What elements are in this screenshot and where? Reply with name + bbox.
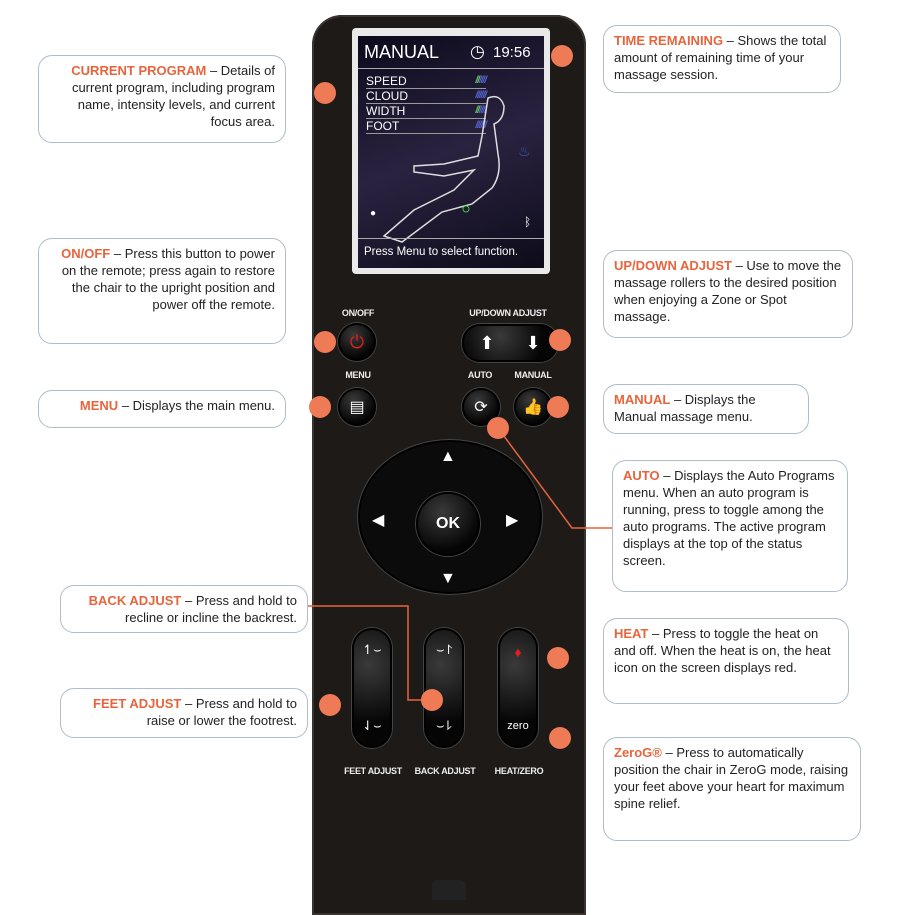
auto-button[interactable]: ⟳ xyxy=(462,388,500,426)
callout-onoff: ON/OFF – Press this button to power on t… xyxy=(38,238,286,344)
heat-icon: ♨ xyxy=(518,143,531,159)
callout-updown: UP/DOWN ADJUST – Use to move the massage… xyxy=(603,250,853,338)
setting-label: WIDTH xyxy=(366,104,406,118)
feet-adjust-label: FEET ADJUST xyxy=(344,766,402,776)
setting-row: SPEED ////// xyxy=(366,74,487,89)
callout-auto: AUTO – Displays the Auto Programs menu. … xyxy=(612,460,848,592)
body-figure-icon: ● ♨ ᛒ xyxy=(370,95,531,243)
cord xyxy=(432,880,466,900)
callout-menu: MENU – Displays the main menu. xyxy=(38,390,286,428)
status-screen: MANUAL ◷ 19:56 SPEED//////CLOUD//////WID… xyxy=(358,36,544,268)
power-button[interactable]: ⏻ xyxy=(338,323,376,361)
arrow-down-icon[interactable]: ⬇ xyxy=(525,332,541,353)
menu-label: MENU xyxy=(345,370,371,380)
callout-time-remaining: TIME REMAINING – Shows the total amount … xyxy=(603,25,841,93)
setting-row: WIDTH ////// xyxy=(366,104,487,119)
arrow-up-icon[interactable]: ⬆ xyxy=(479,332,495,353)
svg-text:●: ● xyxy=(370,208,376,219)
marker-onoff xyxy=(314,331,336,353)
feet-up-icon[interactable]: ↿⌣ xyxy=(362,642,382,657)
updown-label[interactable]: UP/DOWN ADJUST xyxy=(469,308,547,318)
setting-label: CLOUD xyxy=(366,89,409,103)
clock-icon: ◷ xyxy=(470,42,485,61)
intensity-bar: ////// xyxy=(475,120,487,131)
setting-row: CLOUD ////// xyxy=(366,89,487,104)
marker-current-program xyxy=(314,82,336,104)
back-up-icon[interactable]: ⌣↾ xyxy=(436,642,452,657)
marker-time xyxy=(551,45,573,67)
dpad-down[interactable]: ▼ xyxy=(440,570,456,587)
marker-manual xyxy=(547,396,569,418)
heat-zero-button[interactable]: ♦ zero xyxy=(498,628,538,748)
marker-zerog xyxy=(549,727,571,749)
zero-icon[interactable]: zero xyxy=(507,720,529,732)
ok-button[interactable]: OK xyxy=(416,492,480,556)
back-adjust-label: BACK ADJUST xyxy=(414,766,476,776)
setting-row: FOOT ////// xyxy=(366,119,487,134)
callout-heat: HEAT – Press to toggle the heat on and o… xyxy=(603,618,849,704)
cycle-icon: ⟳ xyxy=(474,399,488,416)
marker-updown xyxy=(549,329,571,351)
onoff-label: ON/OFF xyxy=(341,308,375,318)
screen-footer: Press Menu to select function. xyxy=(364,246,519,258)
intensity-bar: ////// xyxy=(475,105,487,116)
intensity-bar: ////// xyxy=(475,90,487,101)
setting-label: FOOT xyxy=(366,119,400,133)
dpad-right[interactable]: ▶ xyxy=(506,512,519,529)
heat-zero-label: HEAT/ZERO xyxy=(494,766,544,776)
callout-manual: MANUAL – Displays the Manual massage men… xyxy=(603,384,809,434)
manual-label: MANUAL xyxy=(514,370,552,380)
marker-back xyxy=(421,689,443,711)
dpad-up[interactable]: ▲ xyxy=(440,448,456,465)
marker-feet xyxy=(319,694,341,716)
feet-adjust-button[interactable]: ↿⌣ ⇃⌣ xyxy=(352,628,392,748)
updown-button[interactable]: ⬆⬇ xyxy=(462,324,558,362)
callout-current-program: CURRENT PROGRAM – Details of current pro… xyxy=(38,55,286,143)
hand-icon: 👍 xyxy=(523,399,543,416)
time-remaining: 19:56 xyxy=(493,44,531,61)
flame-icon[interactable]: ♦ xyxy=(514,644,522,660)
back-adjust-button[interactable]: ⌣↾ ⌣⇂ xyxy=(424,628,464,748)
marker-auto xyxy=(487,417,509,439)
auto-label: AUTO xyxy=(467,370,493,380)
back-down-icon[interactable]: ⌣⇂ xyxy=(436,718,452,733)
dpad-left[interactable]: ◀ xyxy=(372,512,385,529)
menu-button[interactable]: ▤ xyxy=(338,388,376,426)
marker-menu xyxy=(309,396,331,418)
callout-feet-adjust: FEET ADJUST – Press and hold to raise or… xyxy=(60,688,308,738)
bluetooth-icon: ᛒ xyxy=(524,215,531,229)
power-icon: ⏻ xyxy=(349,331,365,352)
intensity-bar: ////// xyxy=(475,75,487,86)
marker-heat xyxy=(547,647,569,669)
program-name: MANUAL xyxy=(364,42,440,62)
feet-down-icon[interactable]: ⇃⌣ xyxy=(362,718,382,733)
setting-label: SPEED xyxy=(366,74,407,88)
callout-back-adjust: BACK ADJUST – Press and hold to recline … xyxy=(60,585,308,633)
callout-zerog: ZeroG® – Press to automatically position… xyxy=(603,737,861,841)
menu-list-icon: ▤ xyxy=(349,399,365,416)
